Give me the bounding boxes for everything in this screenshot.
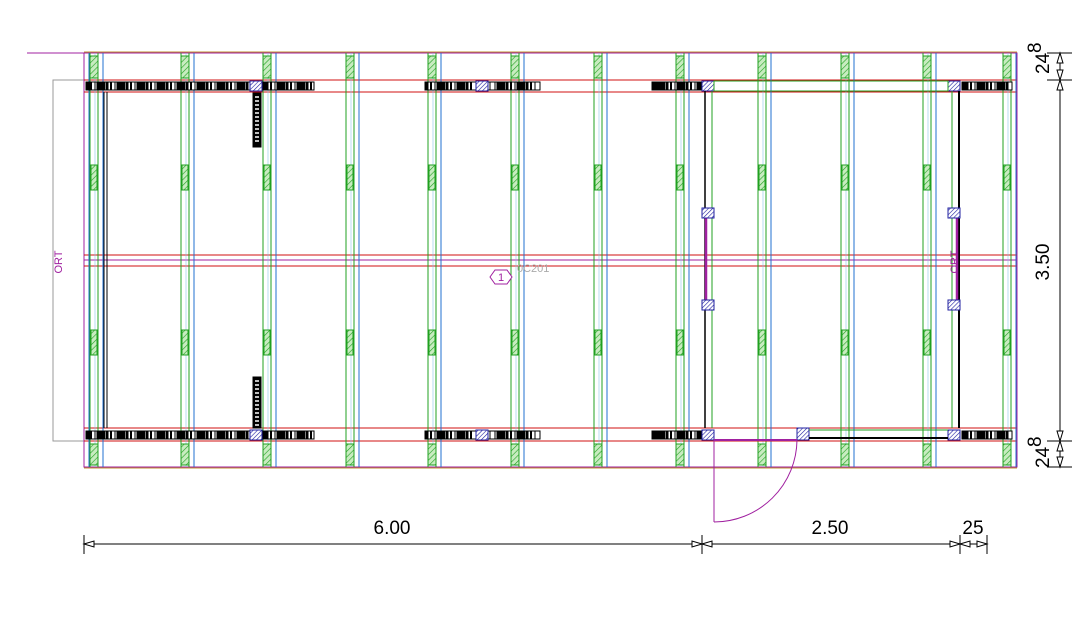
- column-post-small: [841, 329, 849, 356]
- column-post: [922, 55, 932, 79]
- column-post-small: [758, 164, 766, 191]
- column-post: [262, 55, 272, 79]
- structural-grid: [27, 51, 1018, 469]
- column-post-small: [758, 329, 766, 356]
- column-post: [180, 443, 190, 466]
- column-post: [345, 443, 355, 466]
- hatched-joint: [249, 429, 263, 441]
- door[interactable]: [713, 439, 798, 523]
- room-tag[interactable]: 1 0C201: [489, 263, 549, 285]
- dimension-bottom-248: 24 8: [1025, 436, 1054, 468]
- column-post-small: [346, 164, 354, 191]
- column-post-small: [346, 329, 354, 356]
- column-post-small: [428, 164, 436, 191]
- column-post: [89, 443, 99, 466]
- dimension-arrow: [958, 540, 971, 548]
- column-post: [510, 55, 520, 79]
- column-post: [510, 443, 520, 466]
- axis-label-right: ORT: [949, 250, 961, 273]
- column-post: [593, 443, 603, 466]
- hatched-joint: [701, 299, 715, 311]
- column-post: [922, 443, 932, 466]
- column-post-small: [181, 329, 189, 356]
- column-post: [180, 55, 190, 79]
- dimension-arrow: [700, 540, 713, 548]
- column-post-small: [594, 329, 602, 356]
- column-post-small: [594, 164, 602, 191]
- hatched-joint: [701, 80, 715, 92]
- column-post-small: [676, 329, 684, 356]
- column-post-small: [263, 164, 271, 191]
- column-post-small: [923, 329, 931, 356]
- column-post: [593, 55, 603, 79]
- block-wall-top: [487, 81, 541, 91]
- walls: [85, 80, 1013, 442]
- dimension-arrow: [949, 540, 962, 548]
- column-post: [675, 443, 685, 466]
- dimension-arrow: [1056, 456, 1064, 469]
- dimension-arrow: [1056, 51, 1064, 64]
- column-post: [1002, 443, 1012, 466]
- column-post: [757, 443, 767, 466]
- block-wall-bottom: [487, 430, 541, 440]
- dimension-arrow: [1056, 430, 1064, 443]
- hatched-joint: [475, 429, 489, 441]
- dimension-2-50: 2.50: [812, 518, 849, 539]
- dimension-bottom-sup: 8: [1025, 436, 1046, 447]
- column-post: [675, 55, 685, 79]
- column-post-small: [90, 329, 98, 356]
- hatched-joint: [947, 207, 961, 219]
- column-post-small: [676, 164, 684, 191]
- dimension-top-248: 24 8: [1025, 42, 1054, 74]
- dimension-top-sup: 8: [1025, 42, 1046, 53]
- hatched-joint: [947, 299, 961, 311]
- dimension-arrow: [976, 540, 989, 548]
- column-post: [262, 443, 272, 466]
- dimension-top-value: 24: [1033, 52, 1054, 74]
- dimension-bottom-value: 24: [1033, 446, 1054, 468]
- column-post-small: [1003, 164, 1011, 191]
- column-post-small: [263, 329, 271, 356]
- hatched-joint: [475, 80, 489, 92]
- hatched-joint: [947, 80, 961, 92]
- column-post-small: [181, 164, 189, 191]
- door-jamb: [796, 427, 810, 441]
- column-post: [345, 55, 355, 79]
- column-post-small: [511, 329, 519, 356]
- axis-label-left: ORT: [53, 250, 65, 273]
- room-wall-top: [713, 80, 949, 92]
- dimension-3-50: 3.50: [1033, 244, 1054, 281]
- block-wall-vertical: [252, 376, 262, 429]
- column-post: [840, 443, 850, 466]
- column-post-small: [923, 164, 931, 191]
- column-post-small: [428, 329, 436, 356]
- dimension-lines: [82, 51, 1072, 554]
- room-tag-number: 1: [498, 272, 504, 284]
- column-post-small: [841, 164, 849, 191]
- column-post-small: [511, 164, 519, 191]
- column-post-small: [1003, 329, 1011, 356]
- dimension-arrow: [82, 540, 95, 548]
- column-post: [89, 55, 99, 79]
- block-wall-vertical: [252, 92, 262, 148]
- column-post: [757, 55, 767, 79]
- hatched-joint: [701, 207, 715, 219]
- hatched-joint: [249, 80, 263, 92]
- column-post-small: [90, 164, 98, 191]
- dimension-arrow: [1056, 439, 1064, 452]
- column-post: [1002, 55, 1012, 79]
- dimension-25: 25: [962, 518, 983, 539]
- dimension-arrow: [1056, 78, 1064, 91]
- column-post: [840, 55, 850, 79]
- dimension-arrow: [691, 540, 704, 548]
- room-code: 0C201: [517, 263, 549, 275]
- dimension-arrow: [1056, 69, 1064, 82]
- column-post: [427, 443, 437, 466]
- hatched-joint: [947, 429, 961, 441]
- column-post: [427, 55, 437, 79]
- hatched-joint: [701, 429, 715, 441]
- dimension-6-00: 6.00: [374, 518, 411, 539]
